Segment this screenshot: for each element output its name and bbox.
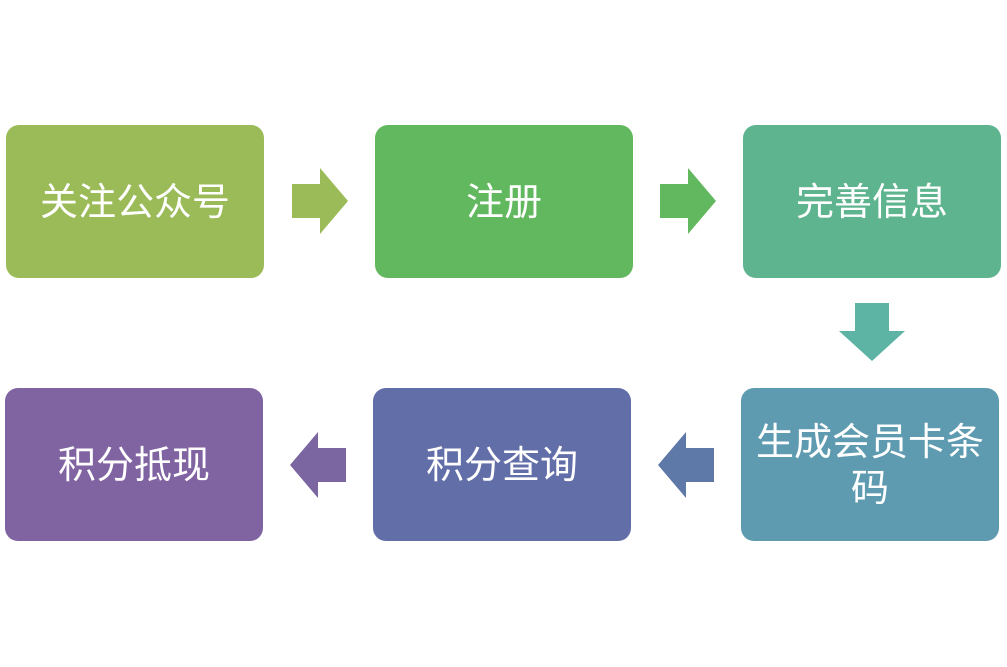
step-label: 关注公众号 xyxy=(39,179,230,224)
step-label: 注册 xyxy=(465,179,542,224)
step-generate-member-barcode: 生成会员卡条码 xyxy=(741,388,999,541)
arrow-right-icon xyxy=(292,168,348,234)
step-label: 生成会员卡条码 xyxy=(755,419,984,510)
arrow-down-icon xyxy=(839,303,905,361)
step-label: 积分查询 xyxy=(425,442,578,487)
arrow-left-icon xyxy=(290,432,346,498)
step-complete-info: 完善信息 xyxy=(743,125,1001,278)
step-label: 积分抵现 xyxy=(57,442,210,487)
step-label: 完善信息 xyxy=(795,179,948,224)
step-points-redeem: 积分抵现 xyxy=(5,388,263,541)
step-points-query: 积分查询 xyxy=(373,388,631,541)
step-register: 注册 xyxy=(375,125,633,278)
arrow-right-icon xyxy=(660,168,716,234)
step-follow-account: 关注公众号 xyxy=(6,125,264,278)
arrow-left-icon xyxy=(658,432,714,498)
